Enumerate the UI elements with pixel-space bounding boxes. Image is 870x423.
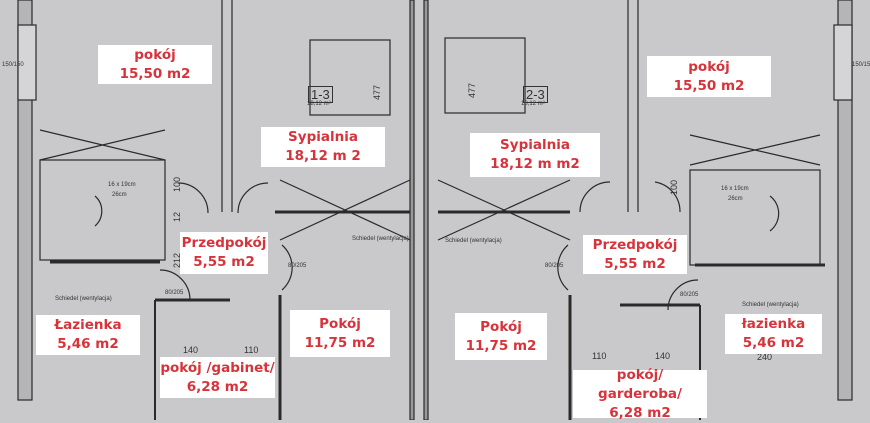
room-tag-right: 2-3: [523, 86, 548, 103]
room-name: Przedpokój: [592, 236, 678, 253]
room-label-przedpokoj-left: Przedpokój 5,55 m2: [180, 232, 268, 274]
room-area: 11,75 m2: [465, 337, 537, 354]
stairs-right: 16 x 19cm: [721, 186, 749, 192]
room-label-pokoj-small-left: Pokój 11,75 m2: [290, 310, 390, 357]
room-area: 18,12 m m2: [490, 156, 580, 172]
room-name: Pokój: [480, 318, 522, 335]
room-name: pokój: [688, 58, 730, 75]
room-name: pokój/ garderoba/: [598, 366, 682, 402]
door-label: 80/205: [165, 290, 184, 296]
room-label-lazienka-right: łazienka 5,46 m2: [725, 314, 822, 354]
room-name: Sypialnia: [500, 137, 570, 153]
room-label-lazienka-left: Łazienka 5,46 m2: [36, 315, 140, 355]
room-name: Pokój: [319, 315, 361, 332]
vent-label: Schiedel (wentylacja): [445, 238, 502, 244]
room-name: Sypialnia: [288, 129, 358, 145]
dim-100-left: 100: [172, 176, 182, 192]
room-label-gabinet-left: pokój /gabinet/ 6,28 m2: [160, 357, 275, 398]
room-area: 15,50 m2: [119, 65, 191, 82]
room-label-garderoba-right: pokój/ garderoba/ 6,28 m2: [573, 367, 707, 421]
stairs-tread-left: 26cm: [112, 192, 127, 198]
dim-100-right: 100: [669, 179, 679, 195]
room-label-przedpokoj-right: Przedpokój 5,55 m2: [583, 235, 687, 274]
room-label-pokoj-right: pokój 15,50 m2: [647, 56, 771, 97]
vent-label: Schiedel (wentylacja): [55, 296, 112, 302]
room-label-sypialnia-left: Sypialnia 18,12 m 2: [261, 127, 385, 167]
dim-110-left: 110: [244, 345, 259, 355]
room-area: 6,28 m2: [186, 378, 249, 395]
room-area: 5,46 m2: [57, 336, 119, 352]
room-name: pokój /gabinet/: [160, 359, 275, 376]
window-right: 150/150: [852, 62, 870, 68]
dim-140-right: 140: [655, 351, 671, 361]
stairs-left: 16 x 19cm: [108, 182, 136, 188]
room-area: 5,46 m2: [742, 335, 805, 351]
door-label: 80/205: [288, 263, 307, 269]
room-area: 18,12 m 2: [285, 148, 361, 164]
room-name: łazienka: [741, 316, 806, 332]
door-label: 80/205: [545, 263, 564, 269]
room-tag-area-left: 18,12 m²: [307, 101, 331, 107]
room-tag-left: 1-3: [308, 86, 333, 103]
window-left: 150/150: [2, 62, 24, 68]
room-name: Łazienka: [54, 317, 122, 333]
room-area: 6,28 m2: [609, 404, 671, 421]
bed-length-right: 477: [467, 82, 477, 98]
room-label-pokoj-small-right: Pokój 11,75 m2: [455, 313, 547, 360]
room-tag-area-right: 18,12 m²: [521, 101, 545, 107]
room-name: pokój: [134, 46, 176, 63]
bed-length-left: 477: [372, 84, 382, 100]
dim-110-right: 110: [592, 351, 607, 361]
stairs-tread-right: 26cm: [728, 196, 743, 202]
dim-12: 12: [172, 211, 182, 222]
room-name: Przedpokój: [181, 235, 267, 251]
door-label: 80/205: [680, 292, 699, 298]
room-area: 11,75 m2: [304, 334, 376, 351]
dim-240: 240: [757, 352, 773, 362]
vent-label: Schiedel (wentylacja): [742, 302, 799, 308]
room-area: 15,50 m2: [673, 77, 745, 94]
dim-140-left: 140: [183, 345, 199, 355]
room-area: 5,55 m2: [193, 254, 255, 270]
room-label-sypialnia-right: Sypialnia 18,12 m m2: [470, 133, 600, 177]
vent-label: Schiedel (wentylacja): [352, 236, 409, 242]
room-area: 5,55 m2: [604, 255, 666, 272]
room-label-pokoj-left: pokój 15,50 m2: [98, 45, 212, 84]
